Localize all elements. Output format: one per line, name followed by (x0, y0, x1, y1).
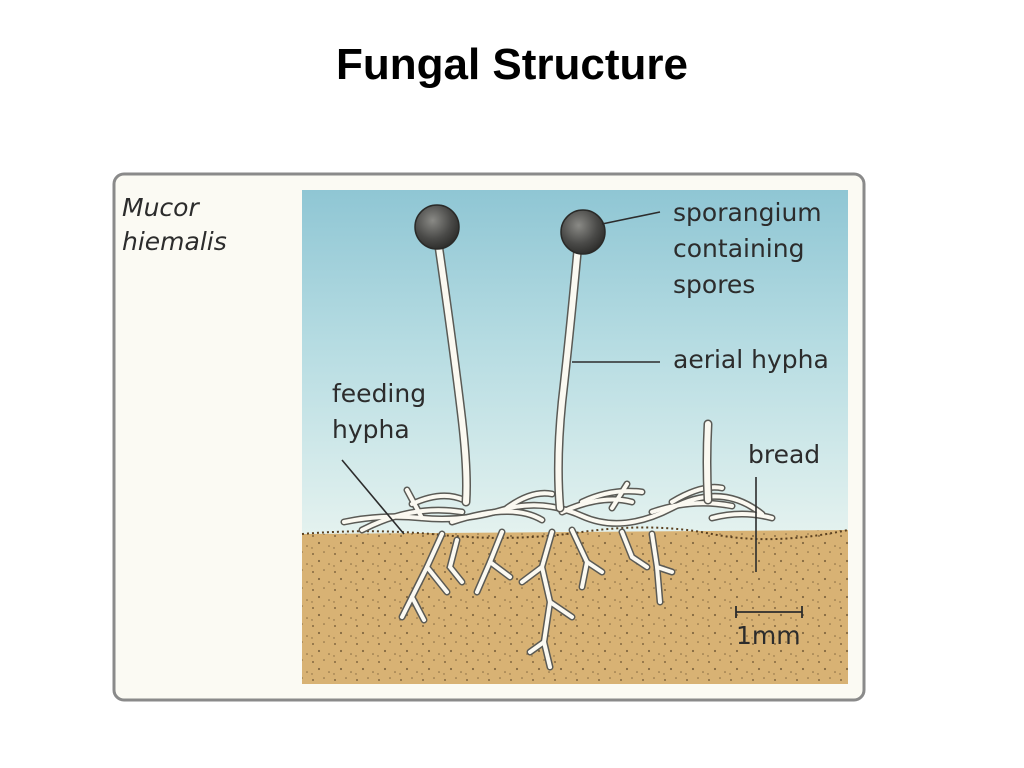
aerial-hyphae (434, 241, 713, 513)
slide-title: Fungal Structure (335, 40, 689, 89)
sporangium-label-line2: containing (673, 234, 804, 263)
right-sporangium (560, 209, 606, 255)
sporangium-leader (601, 211, 661, 225)
left-sporangium (414, 204, 460, 250)
bread-label: bread (748, 440, 820, 469)
sporangium-label-line3: spores (673, 270, 755, 299)
species-name-line2: hiemalis (122, 227, 227, 256)
scale-label: 1mm (736, 621, 801, 650)
fungus-diagram: Mucor hiemalis sporangium containing spo… (112, 172, 866, 702)
feeding-hyphae (398, 526, 676, 671)
aerial-hypha-label: aerial hypha (673, 345, 829, 374)
species-name-line1: Mucor (122, 193, 200, 222)
feeding-hypha-label-line2: hypha (332, 415, 410, 444)
scale-bar (735, 606, 803, 618)
surface-mycelium (340, 480, 776, 534)
sporangium-label-line1: sporangium (673, 198, 822, 227)
bread-region (301, 526, 849, 684)
feeding-hypha-leader (341, 459, 405, 535)
leader-lines (341, 211, 757, 572)
feeding-hypha-label-line1: feeding (332, 379, 426, 408)
sporangia (414, 204, 606, 255)
